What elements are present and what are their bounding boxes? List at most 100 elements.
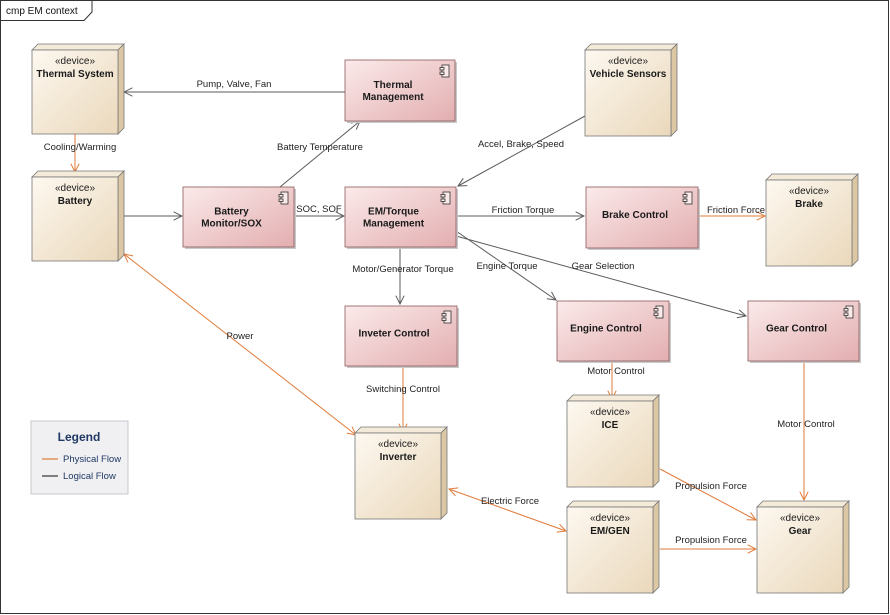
component-name: Engine Control — [570, 324, 642, 335]
device-top-face — [566, 394, 660, 402]
component-icon — [653, 305, 664, 319]
edge-motor-generator-torque: Motor/Generator Torque — [352, 247, 454, 304]
device-name: Brake — [795, 199, 823, 210]
device-side-face — [440, 426, 448, 520]
edge-engine-torque: Engine Torque — [455, 230, 556, 300]
device-front-face — [765, 179, 853, 267]
component-icon — [278, 191, 289, 205]
device-top-face — [584, 43, 678, 51]
edge-label: Battery Temperature — [277, 142, 363, 153]
legend-box — [30, 420, 129, 495]
component-box — [585, 186, 699, 249]
logical-flow-line — [458, 115, 586, 186]
device-name: Battery — [58, 196, 93, 207]
component-name: Management — [363, 219, 425, 230]
component-name: Thermal — [374, 80, 413, 91]
device-front-face — [31, 176, 119, 262]
component-name: EM/Torque — [368, 207, 419, 218]
device-top-face — [756, 500, 850, 508]
component-inverter-control: Inveter Control — [344, 305, 459, 368]
component-icon — [843, 305, 854, 319]
device-side-face — [652, 500, 660, 594]
edge-label: Electric Force — [481, 496, 539, 507]
edge-label: Motor Control — [777, 419, 835, 430]
device-front-face — [566, 506, 654, 594]
legend-physical-label: Physical Flow — [63, 454, 121, 465]
component-box — [344, 186, 457, 248]
edge-label: Friction Force — [707, 205, 765, 216]
device-em-gen: «device»EM/GEN — [566, 500, 660, 594]
device-stereotype: «device» — [590, 513, 630, 524]
device-name: Thermal System — [36, 69, 113, 80]
component-name: Management — [362, 92, 424, 103]
legend-logical-label: Logical Flow — [63, 471, 116, 482]
edge-switching-control: Switching Control — [366, 366, 440, 432]
component-name: Inveter Control — [358, 329, 429, 340]
component-icon — [440, 191, 451, 205]
component-name: Battery — [214, 207, 249, 218]
edge-label: Switching Control — [366, 384, 440, 395]
edge-pump-valve-fan: Pump, Valve, Fan — [124, 79, 345, 92]
nodes-layer: «device» Thermal System «device» Battery The… — [31, 43, 861, 594]
device-top-face — [566, 500, 660, 508]
device-gear: «device» Gear — [756, 500, 850, 594]
device-name: Vehicle Sensors — [590, 69, 667, 80]
edge-cooling-warming: Cooling/Warming — [44, 134, 117, 172]
edge-motor-control-ice: Motor Control — [587, 361, 645, 399]
logical-flow-line — [455, 235, 746, 316]
device-stereotype: «device» — [789, 186, 829, 197]
edge-friction-force: Friction Force — [700, 205, 765, 216]
device-top-face — [31, 170, 125, 178]
edge-label: Power — [227, 331, 254, 342]
edge-label: Engine Torque — [476, 261, 537, 272]
legend-title: Legend — [58, 430, 101, 444]
device-battery: «device» Battery — [31, 170, 125, 262]
edge-label: Cooling/Warming — [44, 142, 117, 153]
edge-label: Propulsion Force — [675, 481, 747, 492]
edge-propulsion-force-emgen: Propulsion Force — [660, 535, 756, 549]
device-side-face — [842, 500, 850, 594]
edge-power: Power — [124, 254, 356, 435]
logical-flow-line — [455, 230, 556, 300]
edge-gear-selection: Gear Selection — [455, 235, 746, 316]
edge-electric-force: Electric Force — [449, 489, 566, 531]
device-front-face — [566, 400, 654, 488]
device-side-face — [670, 43, 678, 137]
edge-motor-control-gear: Motor Control — [777, 361, 835, 500]
device-inverter: «device»Inverter — [354, 426, 448, 520]
component-name: Brake Control — [602, 210, 668, 221]
edge-battery-temperature: Battery Temperature — [277, 121, 363, 188]
edge-label: Propulsion Force — [675, 535, 747, 546]
device-front-face — [756, 506, 844, 594]
edge-label: Accel, Brake, Speed — [478, 139, 564, 150]
physical-flow-line — [449, 489, 566, 531]
device-stereotype: «device» — [780, 513, 820, 524]
component-icon — [439, 64, 450, 78]
device-name: Gear — [789, 526, 812, 537]
component-gear-control: Gear Control — [747, 300, 861, 363]
edge-soc-sof: SOC, SOF — [294, 204, 344, 216]
edge-label: SOC, SOF — [296, 204, 342, 215]
legend: Legend Physical Flow Logical Flow — [30, 420, 129, 495]
device-side-face — [851, 173, 859, 267]
component-brake-control: Brake Control — [585, 186, 700, 250]
component-icon — [441, 310, 452, 324]
component-name: Monitor/SOX — [201, 219, 262, 230]
device-side-face — [117, 43, 125, 135]
physical-flow-line — [124, 254, 356, 435]
edge-accel-brake-speed: Accel, Brake, Speed — [458, 115, 586, 186]
component-box — [182, 186, 295, 248]
device-brake: «device» Brake — [765, 173, 859, 267]
edge-propulsion-force-ice: Propulsion Force — [659, 468, 756, 520]
frame-title: cmp EM context — [6, 6, 78, 17]
component-box — [747, 300, 860, 362]
device-stereotype: «device» — [55, 183, 95, 194]
component-icon — [682, 191, 693, 205]
edge-label: Pump, Valve, Fan — [197, 79, 272, 90]
edge-label: Motor Control — [587, 366, 645, 377]
device-vehicle-sensors: «device»Vehicle Sensors — [584, 43, 678, 137]
